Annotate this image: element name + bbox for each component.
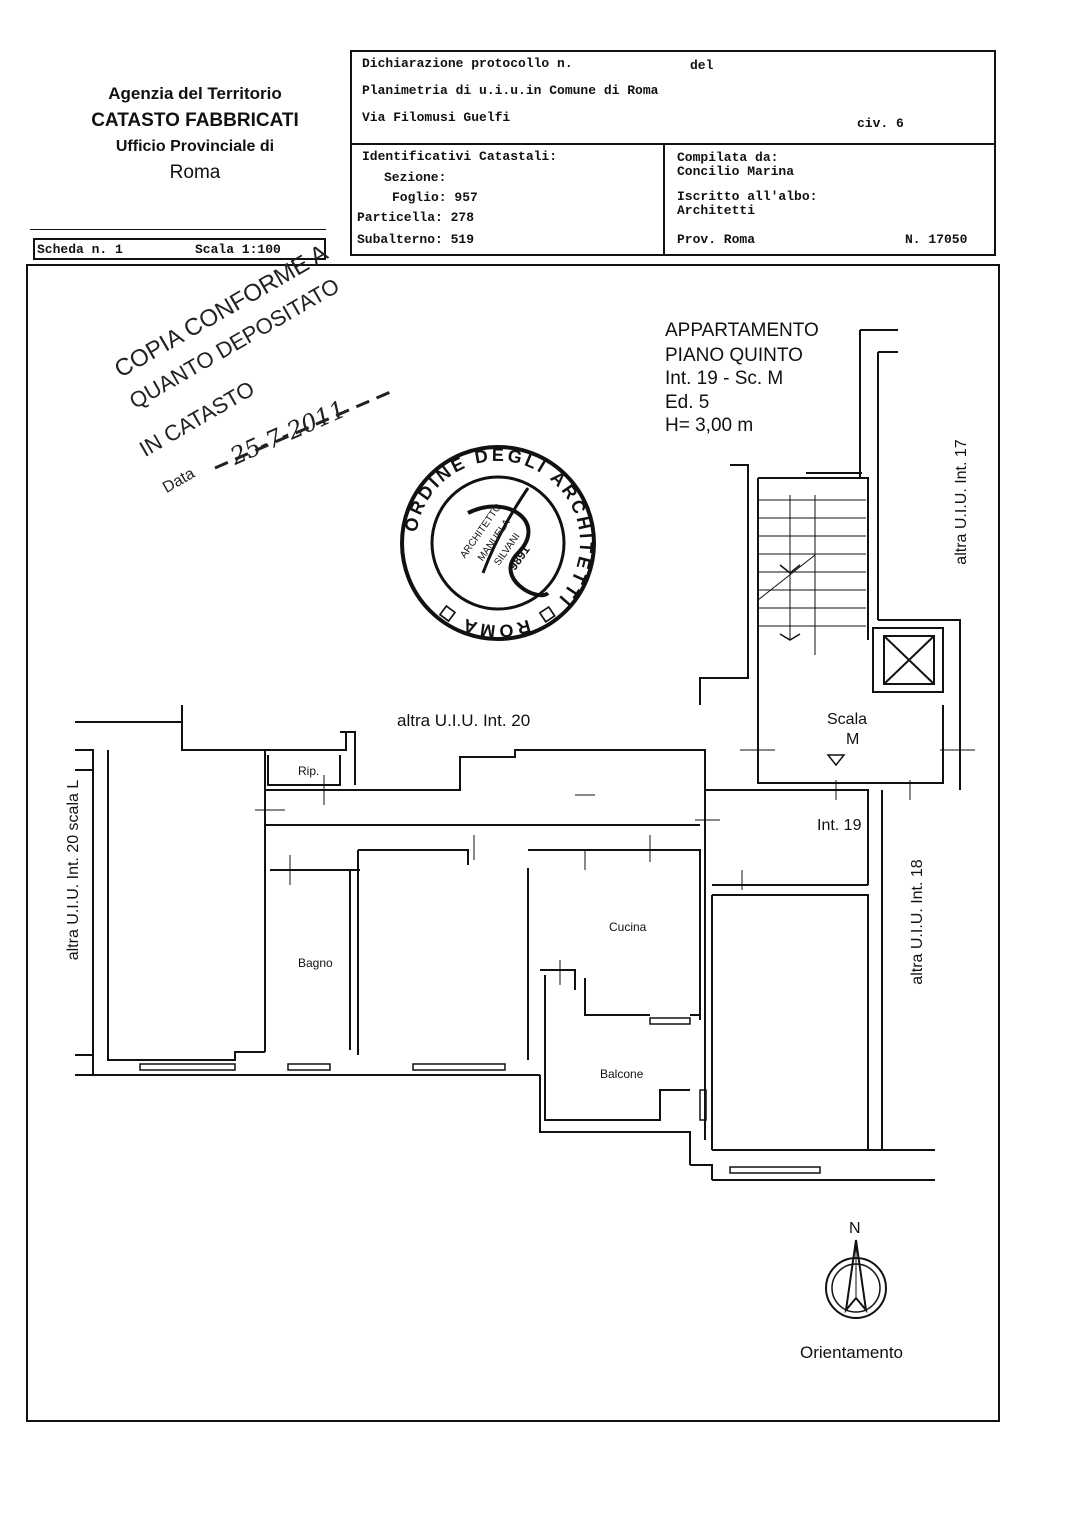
scheda-box [33, 238, 326, 260]
neighbour-int17-label: altra U.I.U. Int. 17 [953, 439, 970, 565]
stair-label: Scala [827, 711, 868, 728]
balcony-label: Balcone [600, 1067, 644, 1081]
scheda-top-line [30, 229, 326, 230]
albo-value: Architetti [677, 203, 756, 218]
orientation-label: Orientamento [800, 1343, 903, 1362]
provincia-label: Prov. Roma [677, 232, 756, 247]
albo-number: N. 17050 [905, 232, 968, 247]
planimetria-text: Planimetria di u.i.u.in Comune di Roma [362, 83, 659, 98]
header-box [350, 50, 996, 256]
subalterno-label: Subalterno: 519 [357, 232, 475, 247]
foglio-label: Foglio: 957 [392, 190, 478, 205]
neighbour-int20-label: altra U.I.U. Int. 20 [397, 711, 531, 730]
apartment-title: APPARTAMENTO [665, 320, 819, 341]
agency-city: Roma [169, 162, 221, 183]
street-text: Via Filomusi Guelfi [362, 110, 511, 125]
unit-label: Int. 19 - Sc. M [665, 368, 784, 389]
protocol-del: del [690, 58, 714, 73]
compass-north-label: N [849, 1220, 861, 1237]
header-divider [350, 143, 996, 145]
drawing-frame [26, 264, 1000, 1422]
building-label: Ed. 5 [665, 392, 710, 413]
neighbour-int20-scala-l-label: altra U.I.U. Int. 20 scala L [65, 779, 82, 961]
compilata-label: Compilata da: [677, 150, 779, 165]
agency-name: Agenzia del Territorio [108, 84, 282, 103]
architects-seal: ORDINE DEGLI ARCHITETTI ◻ ROMA ◻ ARCHITE… [400, 445, 596, 641]
identificativi-label: Identificativi Catastali: [362, 149, 558, 164]
particella-label: Particella: 278 [357, 210, 475, 225]
unit-number-label: Int. 19 [817, 817, 862, 834]
agency-office: Ufficio Provinciale di [115, 138, 275, 155]
bathroom-label: Bagno [298, 956, 333, 970]
protocol-label: Dichiarazione protocollo n. [362, 56, 573, 71]
neighbour-int18-label: altra U.I.U. Int. 18 [909, 859, 926, 985]
stair-letter: M [846, 731, 860, 748]
compilatore-name: Concilio Marina [677, 164, 795, 179]
header-column-divider [663, 143, 665, 256]
storage-label: Rip. [298, 764, 320, 778]
scheda-number: Scheda n. 1 [37, 242, 123, 257]
civic-number: civ. 6 [857, 116, 904, 131]
kitchen-label: Cucina [609, 920, 647, 934]
agency-catasto: CATASTO FABBRICATI [91, 110, 299, 131]
sezione-label: Sezione: [384, 170, 447, 185]
height-label: H= 3,00 m [665, 415, 754, 436]
floor-label: PIANO QUINTO [665, 345, 803, 366]
iscritto-label: Iscritto all'albo: [677, 189, 818, 204]
scheda-scale: Scala 1:100 [195, 242, 281, 257]
